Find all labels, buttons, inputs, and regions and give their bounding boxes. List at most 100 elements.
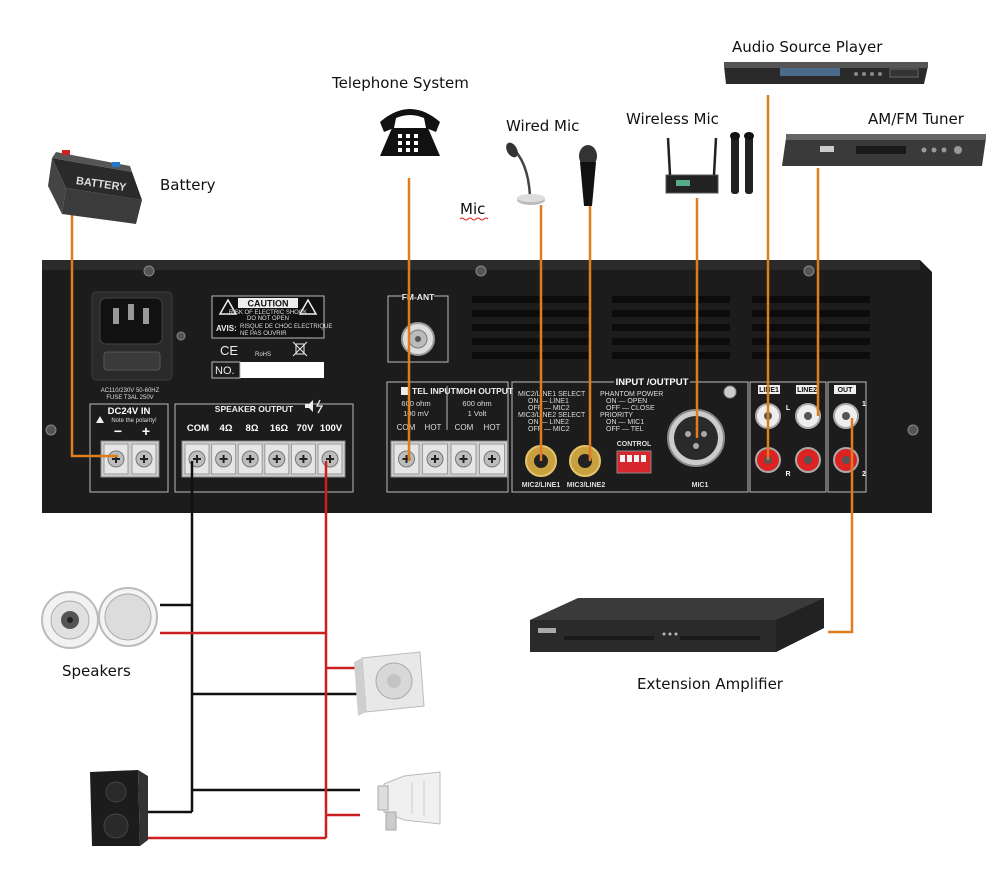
spk-terminal-label: 100V bbox=[320, 423, 343, 434]
input-output-block: INPUT /OUTPUT MIC2/LINE1 SELECT ON — LIN… bbox=[511, 376, 749, 493]
sel1-off: OFF — MIC2 bbox=[528, 405, 570, 412]
speaker-output-label: SPEAKER OUTPUT bbox=[215, 404, 294, 414]
speaker-symbol-icon bbox=[305, 399, 324, 414]
caution-label: CAUTION RISK OF ELECTRIC SHOCK DO NOT OP… bbox=[211, 295, 332, 379]
tel-spec2: 100 mV bbox=[403, 409, 429, 418]
l-label: L bbox=[786, 405, 791, 412]
tel-moh-block: TEL INPUT MOH OUTPUT 600 ohm 100 mV 600 … bbox=[386, 381, 514, 493]
spk-terminal-label: 8Ω bbox=[246, 423, 259, 434]
screw-slot-mark bbox=[431, 455, 439, 463]
extension-amplifier-icon bbox=[530, 598, 824, 652]
screw-slot-mark bbox=[326, 455, 334, 463]
caution-text: CAUTION bbox=[248, 299, 289, 309]
fm-ant-label: FM-ANT bbox=[402, 292, 435, 302]
screw-slot-mark bbox=[219, 455, 228, 463]
moh-com-label: COM bbox=[455, 423, 474, 432]
dc-plus: + bbox=[142, 423, 150, 439]
dc-in-label: DC24V IN bbox=[108, 406, 151, 417]
ceiling-speaker-icons bbox=[41, 587, 158, 649]
sel3-off: OFF — CLOSE bbox=[606, 405, 655, 412]
moh-output-label: MOH OUTPUT bbox=[456, 386, 514, 396]
sel4-title: PRIORITY bbox=[600, 412, 633, 419]
wired-mic-label: Wired Mic bbox=[506, 117, 579, 135]
audio-source-player-icon bbox=[724, 62, 928, 84]
battery-wire bbox=[70, 195, 118, 458]
weee-bin-icon bbox=[292, 341, 308, 357]
mic2-line1-label: MIC2/LINE1 bbox=[522, 482, 561, 489]
speakers-label: Speakers bbox=[62, 662, 131, 680]
screw-slot-mark bbox=[140, 455, 148, 463]
sel3-on: ON — OPEN bbox=[606, 398, 647, 405]
sel2-on: ON — LINE2 bbox=[528, 419, 569, 426]
ac-spec-line1: AC110/230V 50-60HZ bbox=[101, 388, 160, 394]
avis-sub1: RISQUE DE CHOC ELECTRIQUE bbox=[240, 324, 332, 330]
control-label: CONTROL bbox=[617, 441, 652, 448]
tel-hot-label: HOT bbox=[425, 423, 442, 432]
out-label: OUT bbox=[838, 387, 854, 394]
sel4-off: OFF — TEL bbox=[606, 426, 644, 433]
speaker-output-block: SPEAKER OUTPUT COM 4Ω 8Ω 16Ω 70V 100V bbox=[174, 399, 354, 493]
sel1-title: MIC2/LINE1 SELECT bbox=[518, 391, 586, 398]
avis-text: AVIS: bbox=[216, 324, 237, 333]
speaker-wires bbox=[140, 461, 360, 840]
dc-input-block: DC24V IN Note the polarity! − + bbox=[89, 403, 169, 493]
tel-com-label: COM bbox=[397, 423, 416, 432]
dc-minus: − bbox=[114, 423, 122, 439]
out2-label: 2 bbox=[862, 471, 866, 478]
screw-slot-mark bbox=[299, 455, 308, 463]
sel4-on: ON — MIC1 bbox=[606, 419, 644, 426]
serial-number-label: NO. bbox=[215, 365, 235, 377]
wireless-mic-receiver-icon bbox=[665, 132, 754, 194]
caution-sub2: DO NOT OPEN bbox=[247, 316, 289, 322]
screw-slot-mark bbox=[246, 455, 255, 463]
avis-sub2: NE PAS OUVRIR bbox=[240, 331, 287, 337]
terminal-screws bbox=[100, 440, 508, 478]
mic3-line2-label: MIC3/LINE2 bbox=[567, 482, 606, 489]
spk-terminal-label: 4Ω bbox=[220, 423, 233, 434]
signal-wires bbox=[70, 95, 854, 634]
sel3-title: PHANTOM POWER bbox=[600, 391, 663, 398]
screw-slot-mark bbox=[488, 455, 496, 463]
ac-spec-line2: FUSE T3AL 250V bbox=[106, 395, 153, 401]
input-output-label: INPUT /OUTPUT bbox=[616, 377, 689, 388]
sel2-title: MIC3/LINE2 SELECT bbox=[518, 412, 586, 419]
box-speaker-icon bbox=[354, 651, 425, 716]
caution-sub1: RISK OF ELECTRIC SHOCK bbox=[229, 310, 307, 316]
audio-source-player-label: Audio Source Player bbox=[732, 38, 883, 56]
battery-label: Battery bbox=[160, 176, 216, 194]
screw-slot-mark bbox=[272, 455, 281, 463]
polarity-note: Note the polarity! bbox=[111, 418, 157, 424]
r-label: R bbox=[785, 471, 790, 478]
sel1-on: ON — LINE1 bbox=[528, 398, 569, 405]
extension-amp-wire bbox=[828, 418, 854, 634]
spk-terminal-label: 70V bbox=[297, 423, 315, 434]
amfm-tuner-label: AM/FM Tuner bbox=[868, 110, 965, 128]
sel2-off: OFF — MIC2 bbox=[528, 426, 570, 433]
rohs-mark: RoHS bbox=[255, 352, 271, 358]
moh-spec1: 600 ohm bbox=[462, 399, 491, 408]
telephone-icon bbox=[380, 109, 440, 156]
battery-icon: BATTERY bbox=[48, 150, 142, 224]
amfm-tuner-icon bbox=[782, 134, 986, 166]
spellcheck-underline bbox=[459, 217, 489, 221]
wireless-mic-label: Wireless Mic bbox=[626, 110, 719, 128]
ce-mark: CE bbox=[220, 343, 238, 358]
line2-label: LINE2 bbox=[797, 387, 817, 394]
horn-speaker-icon bbox=[377, 771, 441, 831]
spk-terminal-label: COM bbox=[187, 423, 209, 434]
power-inlet: AC110/230V 50-60HZ FUSE T3AL 250V bbox=[91, 291, 186, 401]
mic-label: Mic bbox=[460, 200, 485, 218]
rca-white-jacks bbox=[755, 403, 859, 429]
tel-input-label: TEL INPUT bbox=[412, 386, 457, 396]
ventilation-slots bbox=[472, 296, 870, 359]
out1-label: 1 bbox=[862, 401, 866, 408]
moh-spec2: 1 Volt bbox=[468, 409, 488, 418]
mic1-label: MIC1 bbox=[692, 482, 709, 489]
wall-speaker-icon bbox=[90, 770, 148, 846]
gooseneck-mic-icon bbox=[506, 142, 545, 205]
telephone-system-label: Telephone System bbox=[331, 74, 469, 92]
rca-red-jacks bbox=[755, 447, 859, 473]
moh-hot-label: HOT bbox=[484, 423, 501, 432]
handheld-mic-icon bbox=[579, 145, 597, 206]
